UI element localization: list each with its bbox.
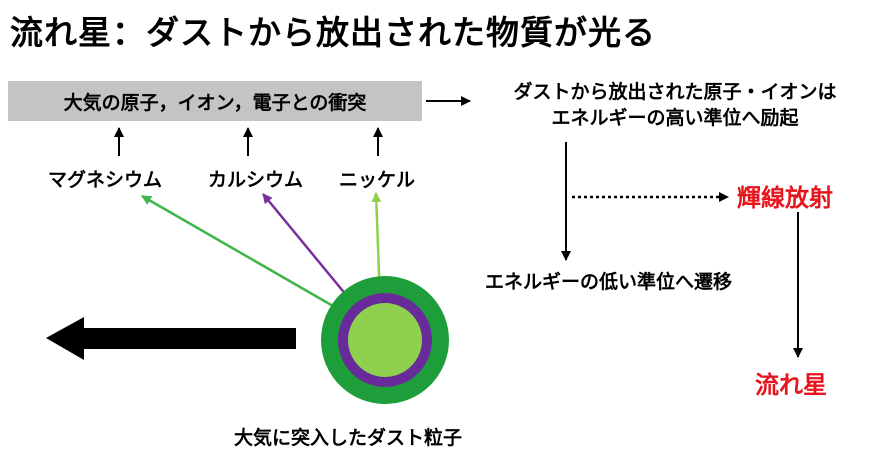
label-nickel: ニッケル [339, 169, 416, 191]
excitation-line-2: エネルギーの高い準位へ励起 [551, 107, 799, 129]
transition-text: エネルギーの低い準位へ遷移 [485, 271, 733, 293]
calcium-emission-line [262, 193, 348, 297]
motion-arrow-head [46, 317, 84, 360]
page-title: 流れ星：ダストから放出された物質が光る [10, 13, 656, 52]
label-magnesium: マグネシウム [48, 169, 163, 191]
meteor-label: 流れ星 [755, 371, 827, 399]
dust-core [348, 303, 422, 377]
excitation-text: ダストから放出された原子・イオンは エネルギーの高い準位へ励起 [470, 79, 880, 131]
label-calcium: カルシウム [208, 169, 304, 191]
emission-label: 輝線放射 [737, 184, 833, 212]
dust-caption: 大気に突入したダスト粒子 [234, 427, 463, 449]
magnesium-emission-line [141, 194, 334, 308]
excitation-line-1: ダストから放出された原子・イオンは [513, 81, 837, 103]
collision-box: 大気の原子，イオン，電子との衝突 [8, 81, 422, 121]
motion-arrow-shaft [80, 328, 296, 349]
